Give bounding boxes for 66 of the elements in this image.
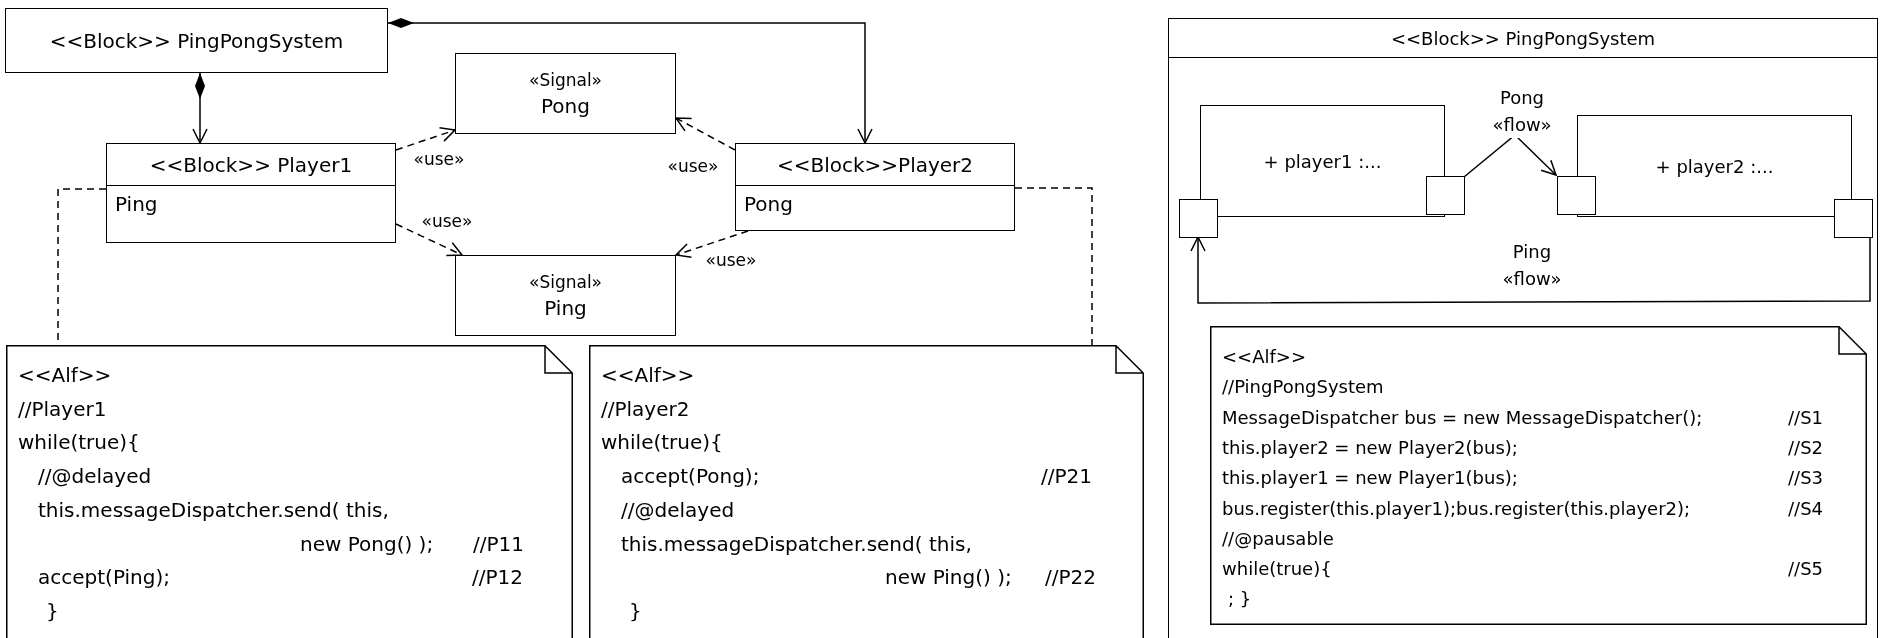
- frame-title: <<Block>> PingPongSystem: [1390, 27, 1656, 49]
- arrow: [1190, 236, 1871, 304]
- dashed-arrow: [395, 223, 463, 257]
- code-line: //Player2: [601, 398, 690, 419]
- port-box: [1179, 199, 1218, 238]
- port-box: [1426, 176, 1465, 215]
- stereotype-label: <<Alf>>: [601, 365, 695, 385]
- part-box: [1577, 115, 1852, 217]
- code-line: //PingPongSystem: [1222, 378, 1384, 397]
- code-line: //@delayed: [621, 499, 735, 520]
- part-label: + player2 :...: [1655, 155, 1774, 177]
- note-box: [1210, 326, 1867, 625]
- code-line: MessageDispatcher bus = new MessageDispatcher();: [1222, 408, 1703, 427]
- code-line: //P11: [473, 533, 524, 554]
- code-line: //@pausable: [1222, 529, 1334, 548]
- code-line: new Ping() );: [885, 567, 1012, 588]
- code-line: //S5: [1788, 560, 1823, 579]
- block-box: [5, 8, 388, 73]
- code-line: this.messageDispatcher.send( this,: [38, 499, 389, 520]
- arrow: [192, 72, 208, 144]
- signal-box: [455, 255, 676, 336]
- code-line: }: [46, 600, 59, 621]
- stereotype-label: «Signal»: [529, 271, 602, 292]
- code-line: //P22: [1045, 567, 1096, 588]
- attribute-text: Pong: [744, 192, 793, 216]
- port-box: [1557, 176, 1596, 215]
- code-line: //S2: [1788, 438, 1823, 457]
- code-line: //@delayed: [38, 466, 152, 487]
- signal-name: Pong: [541, 93, 590, 118]
- block-title: <<Block>>Player2: [776, 152, 974, 177]
- signal-box: [455, 53, 676, 134]
- code-line: //S1: [1788, 408, 1823, 427]
- code-line: this.player2 = new Player2(bus);: [1222, 438, 1518, 457]
- block-box: [106, 143, 396, 243]
- code-line: while(true){: [1222, 560, 1332, 579]
- dashed-arrow: [675, 117, 736, 151]
- block-title: <<Block>> PingPongSystem: [49, 28, 344, 53]
- code-line: bus.register(this.player1);bus.register(this.player2);: [1222, 499, 1691, 518]
- code-line: //S4: [1788, 499, 1823, 518]
- code-line: //Player1: [18, 398, 107, 419]
- code-line: ; }: [1228, 590, 1252, 609]
- code-line: //S3: [1788, 469, 1823, 488]
- code-line: //P12: [472, 567, 523, 588]
- code-line: accept(Ping);: [38, 567, 170, 588]
- dashed-arrow: [395, 127, 456, 151]
- stereotype-label: «Signal»: [529, 69, 602, 90]
- code-line: while(true){: [601, 432, 723, 453]
- code-line: this.player1 = new Player1(bus);: [1222, 469, 1518, 488]
- part-label: + player1 :...: [1263, 150, 1382, 172]
- signal-name: Ping: [544, 295, 587, 320]
- attribute-text: Ping: [115, 192, 158, 216]
- code-line: }: [629, 600, 642, 621]
- note-box: [6, 345, 573, 638]
- code-line: accept(Pong);: [621, 466, 760, 487]
- note-box: [589, 345, 1144, 638]
- stereotype-label: <<Alf>>: [18, 365, 112, 385]
- code-line: this.messageDispatcher.send( this,: [621, 533, 972, 554]
- stereotype-label: <<Alf>>: [1222, 348, 1306, 366]
- block-title: <<Block>> Player1: [149, 152, 353, 177]
- arrow: [387, 18, 873, 144]
- port-box: [1834, 199, 1873, 238]
- code-line: new Pong() );: [300, 533, 434, 554]
- code-line: while(true){: [18, 432, 140, 453]
- code-line: //P21: [1041, 466, 1092, 487]
- block-box: [735, 143, 1015, 231]
- dashed-arrow: [675, 230, 749, 258]
